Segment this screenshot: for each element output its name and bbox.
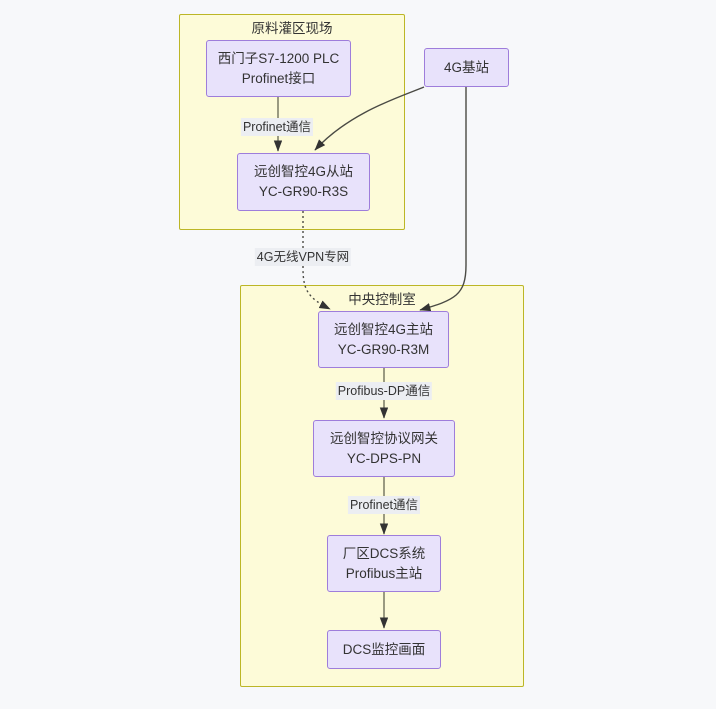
node-plc-line1: 西门子S7-1200 PLC <box>217 50 340 66</box>
node-protocol-gateway[interactable]: 远创智控协议网关 YC-DPS-PN <box>313 420 455 477</box>
node-dcs-hmi-line1: DCS监控画面 <box>342 641 426 657</box>
node-master-station-line1: 远创智控4G主站 <box>333 321 433 337</box>
node-master-station-line2: YC-GR90-R3M <box>337 341 430 357</box>
edge-label-4g-vpn: 4G无线VPN专网 <box>254 248 352 266</box>
node-base-station-line1: 4G基站 <box>443 59 489 75</box>
node-protocol-gateway-line2: YC-DPS-PN <box>346 450 422 466</box>
edge-label-profinet-field: Profinet通信 <box>240 118 314 136</box>
edge-label-profinet-room: Profinet通信 <box>347 496 421 514</box>
node-slave-station[interactable]: 远创智控4G从站 YC-GR90-R3S <box>237 153 370 211</box>
node-slave-station-line1: 远创智控4G从站 <box>253 164 353 179</box>
node-plc-line2: Profinet接口 <box>241 70 316 86</box>
edge-label-profibus-dp: Profibus-DP通信 <box>335 382 433 400</box>
node-dcs-system-line1: 厂区DCS系统 <box>342 545 426 561</box>
node-dcs-system[interactable]: 厂区DCS系统 Profibus主站 <box>327 535 441 592</box>
node-base-station[interactable]: 4G基站 <box>424 48 509 87</box>
cluster-field-title: 原料灌区现场 <box>251 21 333 36</box>
node-plc[interactable]: 西门子S7-1200 PLC Profinet接口 <box>206 40 351 97</box>
node-master-station[interactable]: 远创智控4G主站 YC-GR90-R3M <box>318 311 449 368</box>
node-slave-station-line2: YC-GR90-R3S <box>258 184 349 199</box>
cluster-control-room-title: 中央控制室 <box>348 292 416 307</box>
node-dcs-hmi[interactable]: DCS监控画面 <box>327 630 441 669</box>
node-protocol-gateway-line1: 远创智控协议网关 <box>330 430 438 446</box>
edge-basestation-to-master <box>419 87 467 312</box>
node-dcs-system-line2: Profibus主站 <box>345 565 423 581</box>
